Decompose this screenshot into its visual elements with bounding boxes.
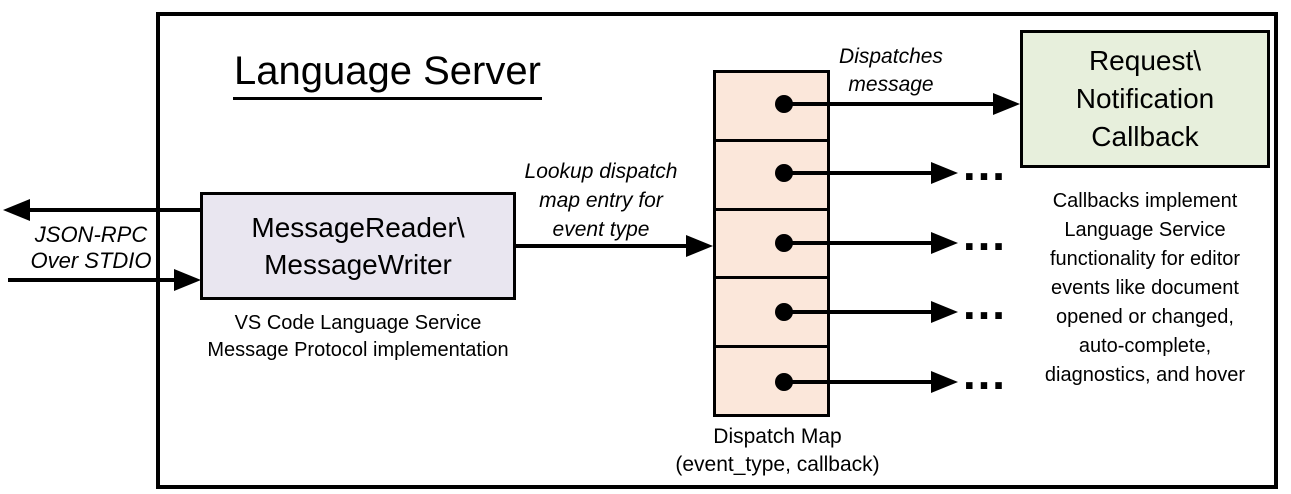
dispatch-arrow-1-head-icon <box>993 93 1020 115</box>
dispatch-arrow-4-line <box>790 310 933 314</box>
callback-box-line2: Notification <box>1075 83 1215 114</box>
lookup-arrow-line <box>516 244 688 248</box>
lookup-label-line1: Lookup dispatch <box>524 160 678 183</box>
message-box-line1: MessageReader\ <box>251 212 465 243</box>
stdio-arrow-out-head-icon <box>3 199 30 221</box>
ellipsis-icon-3: … <box>961 208 1008 260</box>
stdio-label: JSON-RPC Over STDIO <box>18 222 164 274</box>
ellipsis-icon-2: … <box>961 138 1008 190</box>
dispatch-map-caption: Dispatch Map (event_type, callback) <box>655 423 900 479</box>
message-box-caption-line1: VS Code Language Service <box>234 312 482 334</box>
message-box-caption: VS Code Language Service Message Protoco… <box>185 310 531 364</box>
dispatches-label-line1: Dispatches <box>839 45 943 68</box>
dispatch-arrow-2-line <box>790 171 933 175</box>
language-server-frame <box>156 12 1278 489</box>
request-notification-callback-box: Request\ Notification Callback <box>1020 30 1270 168</box>
dispatch-dot-2 <box>775 164 793 182</box>
dispatch-arrow-2-head-icon <box>931 162 958 184</box>
lookup-label-line3: event type <box>552 218 650 241</box>
lookup-label-line2: map entry for <box>539 189 663 212</box>
dispatch-cell-1 <box>716 73 827 142</box>
stdio-arrow-in-head-icon <box>174 269 201 291</box>
dispatch-dot-1 <box>775 95 793 113</box>
stdio-label-line1: JSON-RPC <box>34 222 148 247</box>
callback-note-line1: Callbacks implement <box>1052 190 1238 212</box>
ellipsis-icon-5: … <box>961 347 1008 399</box>
callback-note-line6: auto-complete, <box>1078 335 1212 357</box>
stdio-label-line2: Over STDIO <box>30 248 152 273</box>
diagram-title: Language Server <box>233 48 542 100</box>
dispatch-arrow-3-head-icon <box>931 232 958 254</box>
message-box-line2: MessageWriter <box>264 249 452 280</box>
dispatch-dot-3 <box>775 234 793 252</box>
dispatch-arrow-3-line <box>790 241 933 245</box>
ellipsis-icon-4: … <box>961 277 1008 329</box>
callback-note-line2: Language Service <box>1064 219 1226 241</box>
stdio-arrow-out-line <box>26 208 202 212</box>
callback-note-line3: functionality for editor <box>1049 248 1241 270</box>
callback-note-line4: events like document <box>1051 277 1239 299</box>
message-reader-writer-box: MessageReader\ MessageWriter <box>200 192 516 300</box>
callback-note-line5: opened or changed, <box>1056 306 1234 328</box>
dispatches-message-label: Dispatches message <box>815 43 967 99</box>
callback-box-line3: Callback <box>1091 121 1199 152</box>
dispatch-arrow-1-line <box>790 102 995 106</box>
dispatches-label-line2: message <box>848 73 934 96</box>
callback-note: Callbacks implement Language Service fun… <box>1018 187 1272 390</box>
dispatch-dot-4 <box>775 303 793 321</box>
callback-note-line7: diagnostics, and hover <box>1044 364 1246 386</box>
dispatch-arrow-5-line <box>790 380 933 384</box>
dispatch-map-caption-line1: Dispatch Map <box>713 425 842 448</box>
lookup-label: Lookup dispatch map entry for event type <box>495 157 707 244</box>
dispatch-cell-2 <box>716 141 827 211</box>
dispatch-dot-5 <box>775 373 793 391</box>
message-box-caption-line2: Message Protocol implementation <box>207 339 509 361</box>
dispatch-arrow-4-head-icon <box>931 301 958 323</box>
callback-box-line1: Request\ <box>1088 45 1202 76</box>
dispatch-map-caption-line2: (event_type, callback) <box>675 453 880 476</box>
lookup-arrow-head-icon <box>686 235 713 257</box>
dispatch-arrow-5-head-icon <box>931 371 958 393</box>
stdio-arrow-in-line <box>8 278 176 282</box>
